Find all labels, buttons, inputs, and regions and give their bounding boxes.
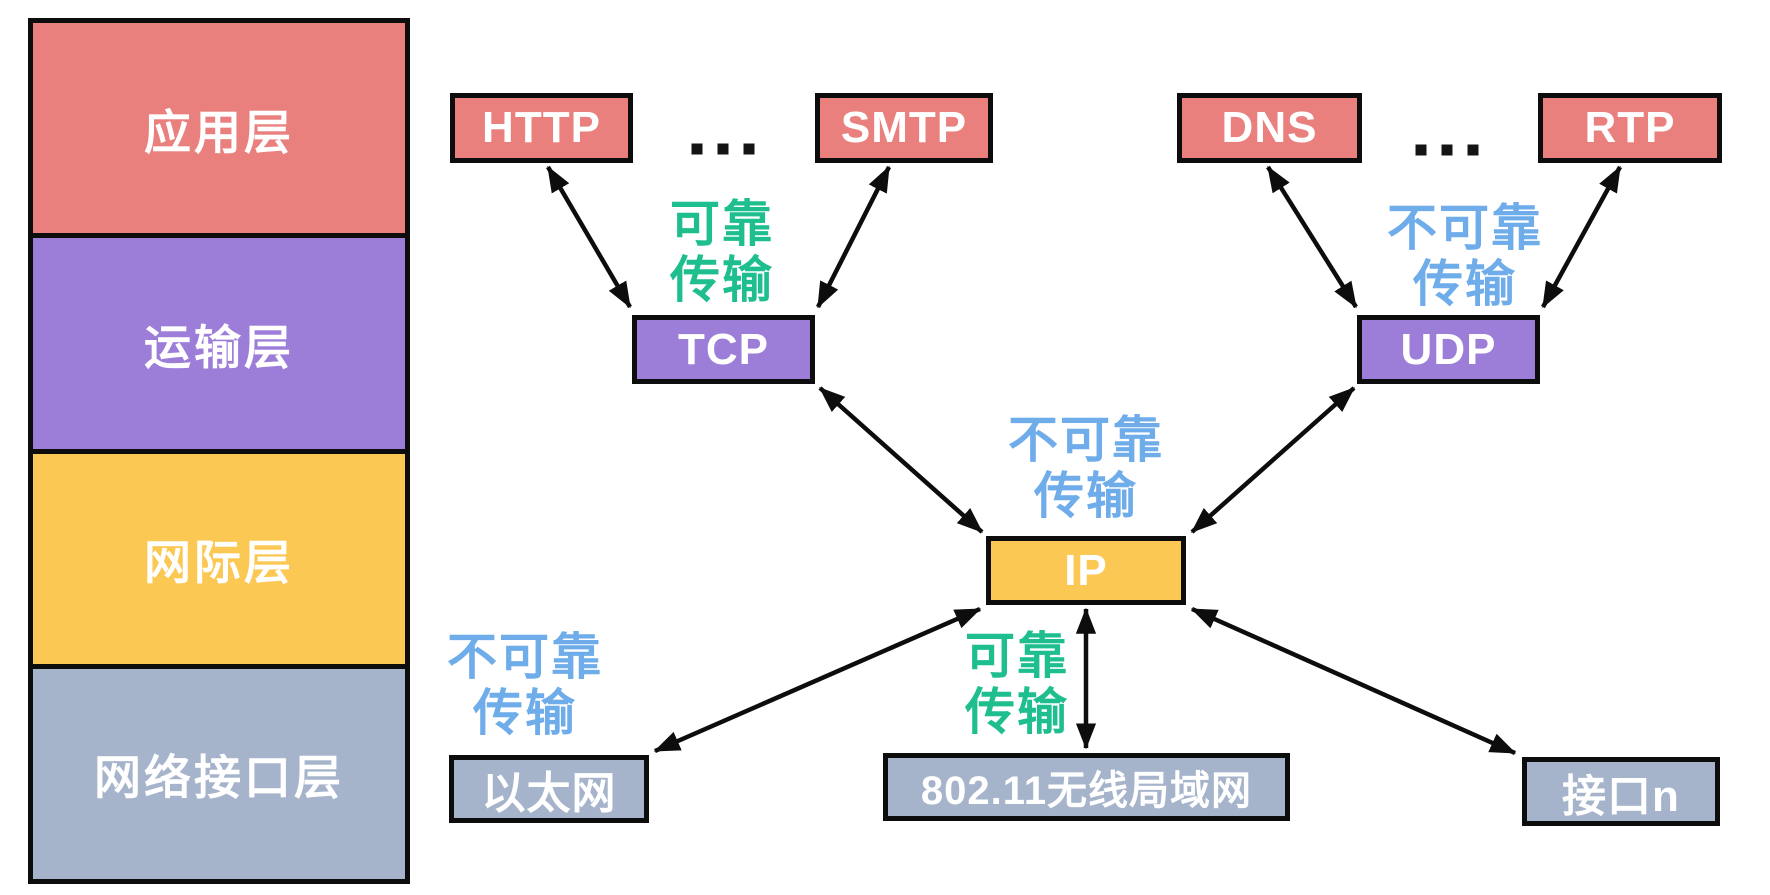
box-udp: UDP bbox=[1357, 315, 1540, 384]
box-rtp: RTP bbox=[1538, 93, 1722, 163]
stack-layer-internet: 网际层 bbox=[33, 453, 405, 664]
label-reliable-tcp: 可靠 传输 bbox=[670, 196, 774, 308]
label-reliable-wlan: 可靠 传输 bbox=[965, 628, 1069, 740]
stack-layer-transport: 运输层 bbox=[33, 238, 405, 449]
protocol-stack: 应用层 运输层 网际层 网络接口层 bbox=[28, 18, 410, 884]
arrow-smtp-tcp bbox=[815, 165, 892, 309]
ellipsis-icon-right bbox=[1415, 144, 1479, 156]
box-interface-n: 接口n bbox=[1522, 757, 1720, 826]
arrow-ip-ethernet bbox=[653, 606, 982, 754]
arrow-ip-interface-n bbox=[1190, 606, 1517, 756]
arrow-udp-ip bbox=[1190, 386, 1356, 534]
box-dns: DNS bbox=[1177, 93, 1362, 163]
box-http: HTTP bbox=[450, 93, 633, 163]
stack-layer-application: 应用层 bbox=[33, 23, 405, 234]
label-unreliable-ethernet: 不可靠 传输 bbox=[447, 629, 603, 741]
box-ip: IP bbox=[986, 536, 1186, 605]
label-unreliable-ip: 不可靠 传输 bbox=[1008, 412, 1164, 524]
ellipsis-icon-left bbox=[691, 143, 755, 155]
box-wlan: 802.11无线局域网 bbox=[883, 753, 1290, 821]
box-ethernet: 以太网 bbox=[449, 755, 649, 823]
arrow-tcp-ip bbox=[818, 386, 984, 534]
stack-layer-network-interface: 网络接口层 bbox=[33, 668, 405, 879]
arrow-rtp-udp bbox=[1541, 165, 1622, 309]
box-tcp: TCP bbox=[632, 315, 815, 384]
box-smtp: SMTP bbox=[815, 93, 993, 163]
arrow-dns-udp bbox=[1266, 165, 1358, 309]
arrow-http-tcp bbox=[546, 165, 632, 309]
label-unreliable-udp: 不可靠 传输 bbox=[1387, 200, 1543, 312]
